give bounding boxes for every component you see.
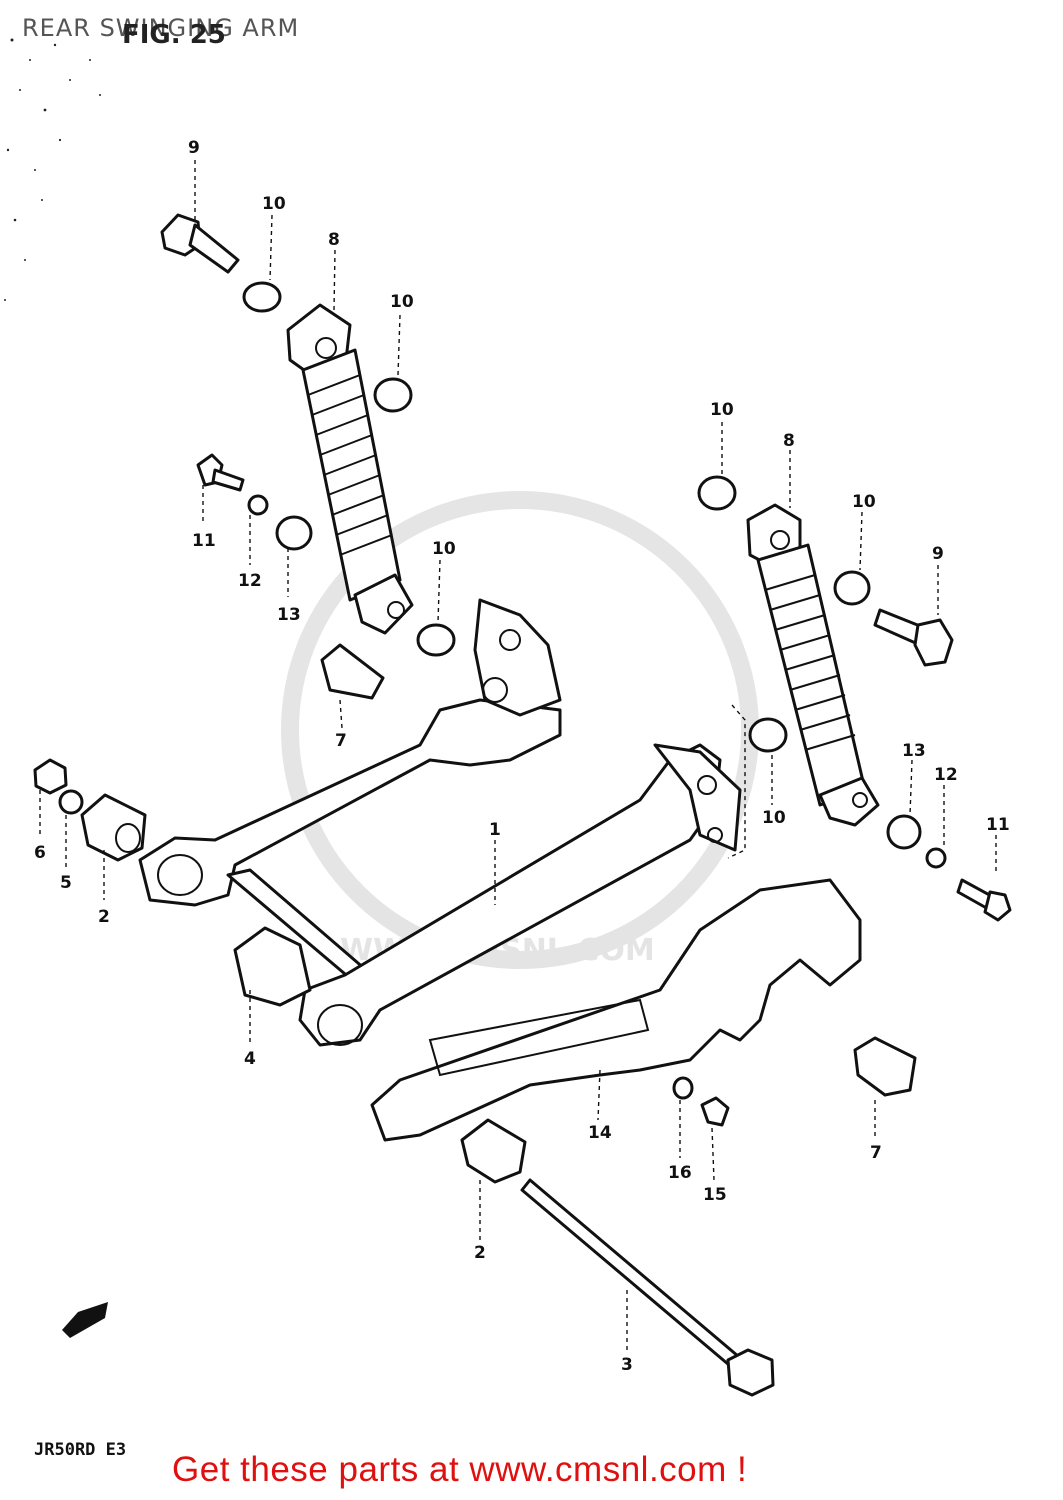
front-direction-arrow-icon bbox=[62, 1302, 108, 1338]
callout-10: 10 bbox=[762, 808, 786, 828]
collar-2-left bbox=[80, 793, 147, 862]
callout-10: 10 bbox=[852, 492, 876, 512]
footer-link-text[interactable]: Get these parts at www.cmsnl.com ! bbox=[172, 1450, 748, 1489]
callout-10: 10 bbox=[262, 194, 286, 214]
washer-10-f bbox=[748, 717, 788, 753]
washer-10-d bbox=[697, 475, 737, 511]
callout-6: 6 bbox=[34, 843, 46, 863]
callout-2: 2 bbox=[474, 1243, 486, 1263]
swinging-arm bbox=[138, 598, 742, 1047]
washer-5 bbox=[58, 789, 84, 815]
washer-10-e bbox=[833, 570, 871, 606]
callout-13: 13 bbox=[902, 741, 926, 761]
callout-1: 1 bbox=[489, 820, 501, 840]
callout-9: 9 bbox=[932, 544, 944, 564]
screw-15 bbox=[700, 1096, 730, 1127]
bolt-9-right bbox=[873, 608, 954, 667]
bolt-11-left bbox=[196, 453, 245, 492]
callout-5: 5 bbox=[60, 873, 72, 893]
callout-2: 2 bbox=[98, 907, 110, 927]
washer-10-c bbox=[416, 623, 456, 657]
callout-8: 8 bbox=[328, 230, 340, 250]
callout-9: 9 bbox=[188, 138, 200, 158]
callout-10: 10 bbox=[390, 292, 414, 312]
callout-7: 7 bbox=[870, 1143, 882, 1163]
callout-15: 15 bbox=[703, 1185, 727, 1205]
callout-11: 11 bbox=[192, 531, 216, 551]
bolt-11-right bbox=[956, 878, 1012, 922]
axle-3 bbox=[520, 1178, 775, 1397]
callout-8: 8 bbox=[783, 431, 795, 451]
washer-12-right bbox=[925, 847, 947, 869]
bushing-7-left bbox=[320, 643, 385, 700]
scan-speckle bbox=[4, 38, 101, 301]
callout-12: 12 bbox=[238, 571, 262, 591]
page-title: REAR SWINGING ARM bbox=[22, 14, 300, 42]
callouts: 9 10 8 10 11 12 13 10 7 6 5 2 1 4 10 8 1… bbox=[34, 138, 1010, 1375]
washer-12-left bbox=[247, 494, 269, 516]
chain-case bbox=[370, 878, 862, 1142]
collar-2-lower bbox=[460, 1118, 527, 1184]
figure-label: FIG. 25 bbox=[122, 20, 226, 50]
model-code: JR50RD E3 bbox=[34, 1440, 127, 1460]
nut-6 bbox=[33, 758, 68, 795]
left-shock-absorber bbox=[286, 303, 414, 635]
callout-14: 14 bbox=[588, 1123, 612, 1143]
washer-13-left bbox=[275, 515, 313, 551]
washer-10-a bbox=[242, 281, 282, 313]
right-shock-absorber bbox=[746, 503, 880, 827]
bolt-9-left bbox=[160, 213, 240, 274]
callout-16: 16 bbox=[668, 1163, 692, 1183]
callout-13: 13 bbox=[277, 605, 301, 625]
callout-3: 3 bbox=[621, 1355, 633, 1375]
callout-10: 10 bbox=[432, 539, 456, 559]
callout-10: 10 bbox=[710, 400, 734, 420]
callout-11: 11 bbox=[986, 815, 1010, 835]
leader-lines bbox=[39, 160, 997, 1352]
washer-13-right bbox=[886, 814, 922, 850]
callout-12: 12 bbox=[934, 765, 958, 785]
washer-16 bbox=[672, 1076, 694, 1100]
bushing-7-right bbox=[853, 1036, 917, 1097]
callout-7: 7 bbox=[335, 731, 347, 751]
callout-4: 4 bbox=[244, 1049, 256, 1069]
washer-10-b bbox=[373, 377, 413, 413]
collar-4 bbox=[233, 926, 312, 1007]
